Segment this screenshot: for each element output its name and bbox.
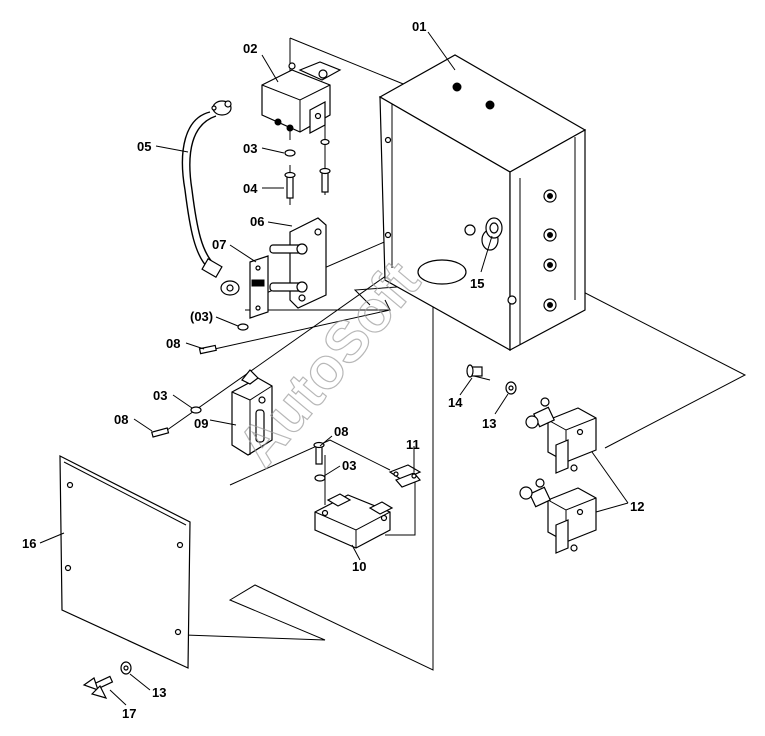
relay-fasteners [284, 138, 331, 199]
callout-10: 10 [352, 559, 366, 574]
cover-plate [59, 455, 191, 669]
callout-14: 14 [448, 395, 463, 410]
switch-fasteners [466, 364, 517, 395]
callout-08: 08 [334, 424, 348, 439]
callout-labels: 01 02 03 04 05 06 07 (03) 08 03 08 09 08… [22, 19, 644, 721]
callout-03: 03 [243, 141, 257, 156]
callout-01: 01 [412, 19, 426, 34]
callout-03: 03 [342, 458, 356, 473]
mount-bracket [231, 369, 273, 456]
breaker-mount [314, 464, 422, 549]
enclosure-box [378, 54, 587, 352]
callout-03: 03 [153, 388, 167, 403]
callout-06: 06 [250, 214, 264, 229]
breaker-fasteners [313, 441, 326, 482]
callout-11: 11 [406, 437, 420, 452]
relay-solenoid [261, 61, 342, 134]
leader-lines [39, 31, 629, 706]
callout-15: 15 [470, 276, 484, 291]
callout-03-ref: (03) [190, 309, 213, 324]
callout-09: 09 [194, 416, 208, 431]
callout-08: 08 [114, 412, 128, 427]
switch-upper [525, 397, 597, 474]
callout-13: 13 [482, 416, 496, 431]
callout-12: 12 [630, 499, 644, 514]
callout-16: 16 [22, 536, 36, 551]
callout-07: 07 [212, 237, 226, 252]
callout-08: 08 [166, 336, 180, 351]
callout-05: 05 [137, 139, 151, 154]
wing-screw [82, 661, 132, 699]
switch-lower [519, 478, 597, 554]
grommet [485, 217, 503, 239]
callout-13: 13 [152, 685, 166, 700]
callout-02: 02 [243, 41, 257, 56]
fuse-holder [249, 217, 327, 319]
callout-04: 04 [243, 181, 258, 196]
fuse-fasteners [151, 323, 249, 438]
ground-cable [181, 100, 240, 296]
callout-17: 17 [122, 706, 136, 721]
